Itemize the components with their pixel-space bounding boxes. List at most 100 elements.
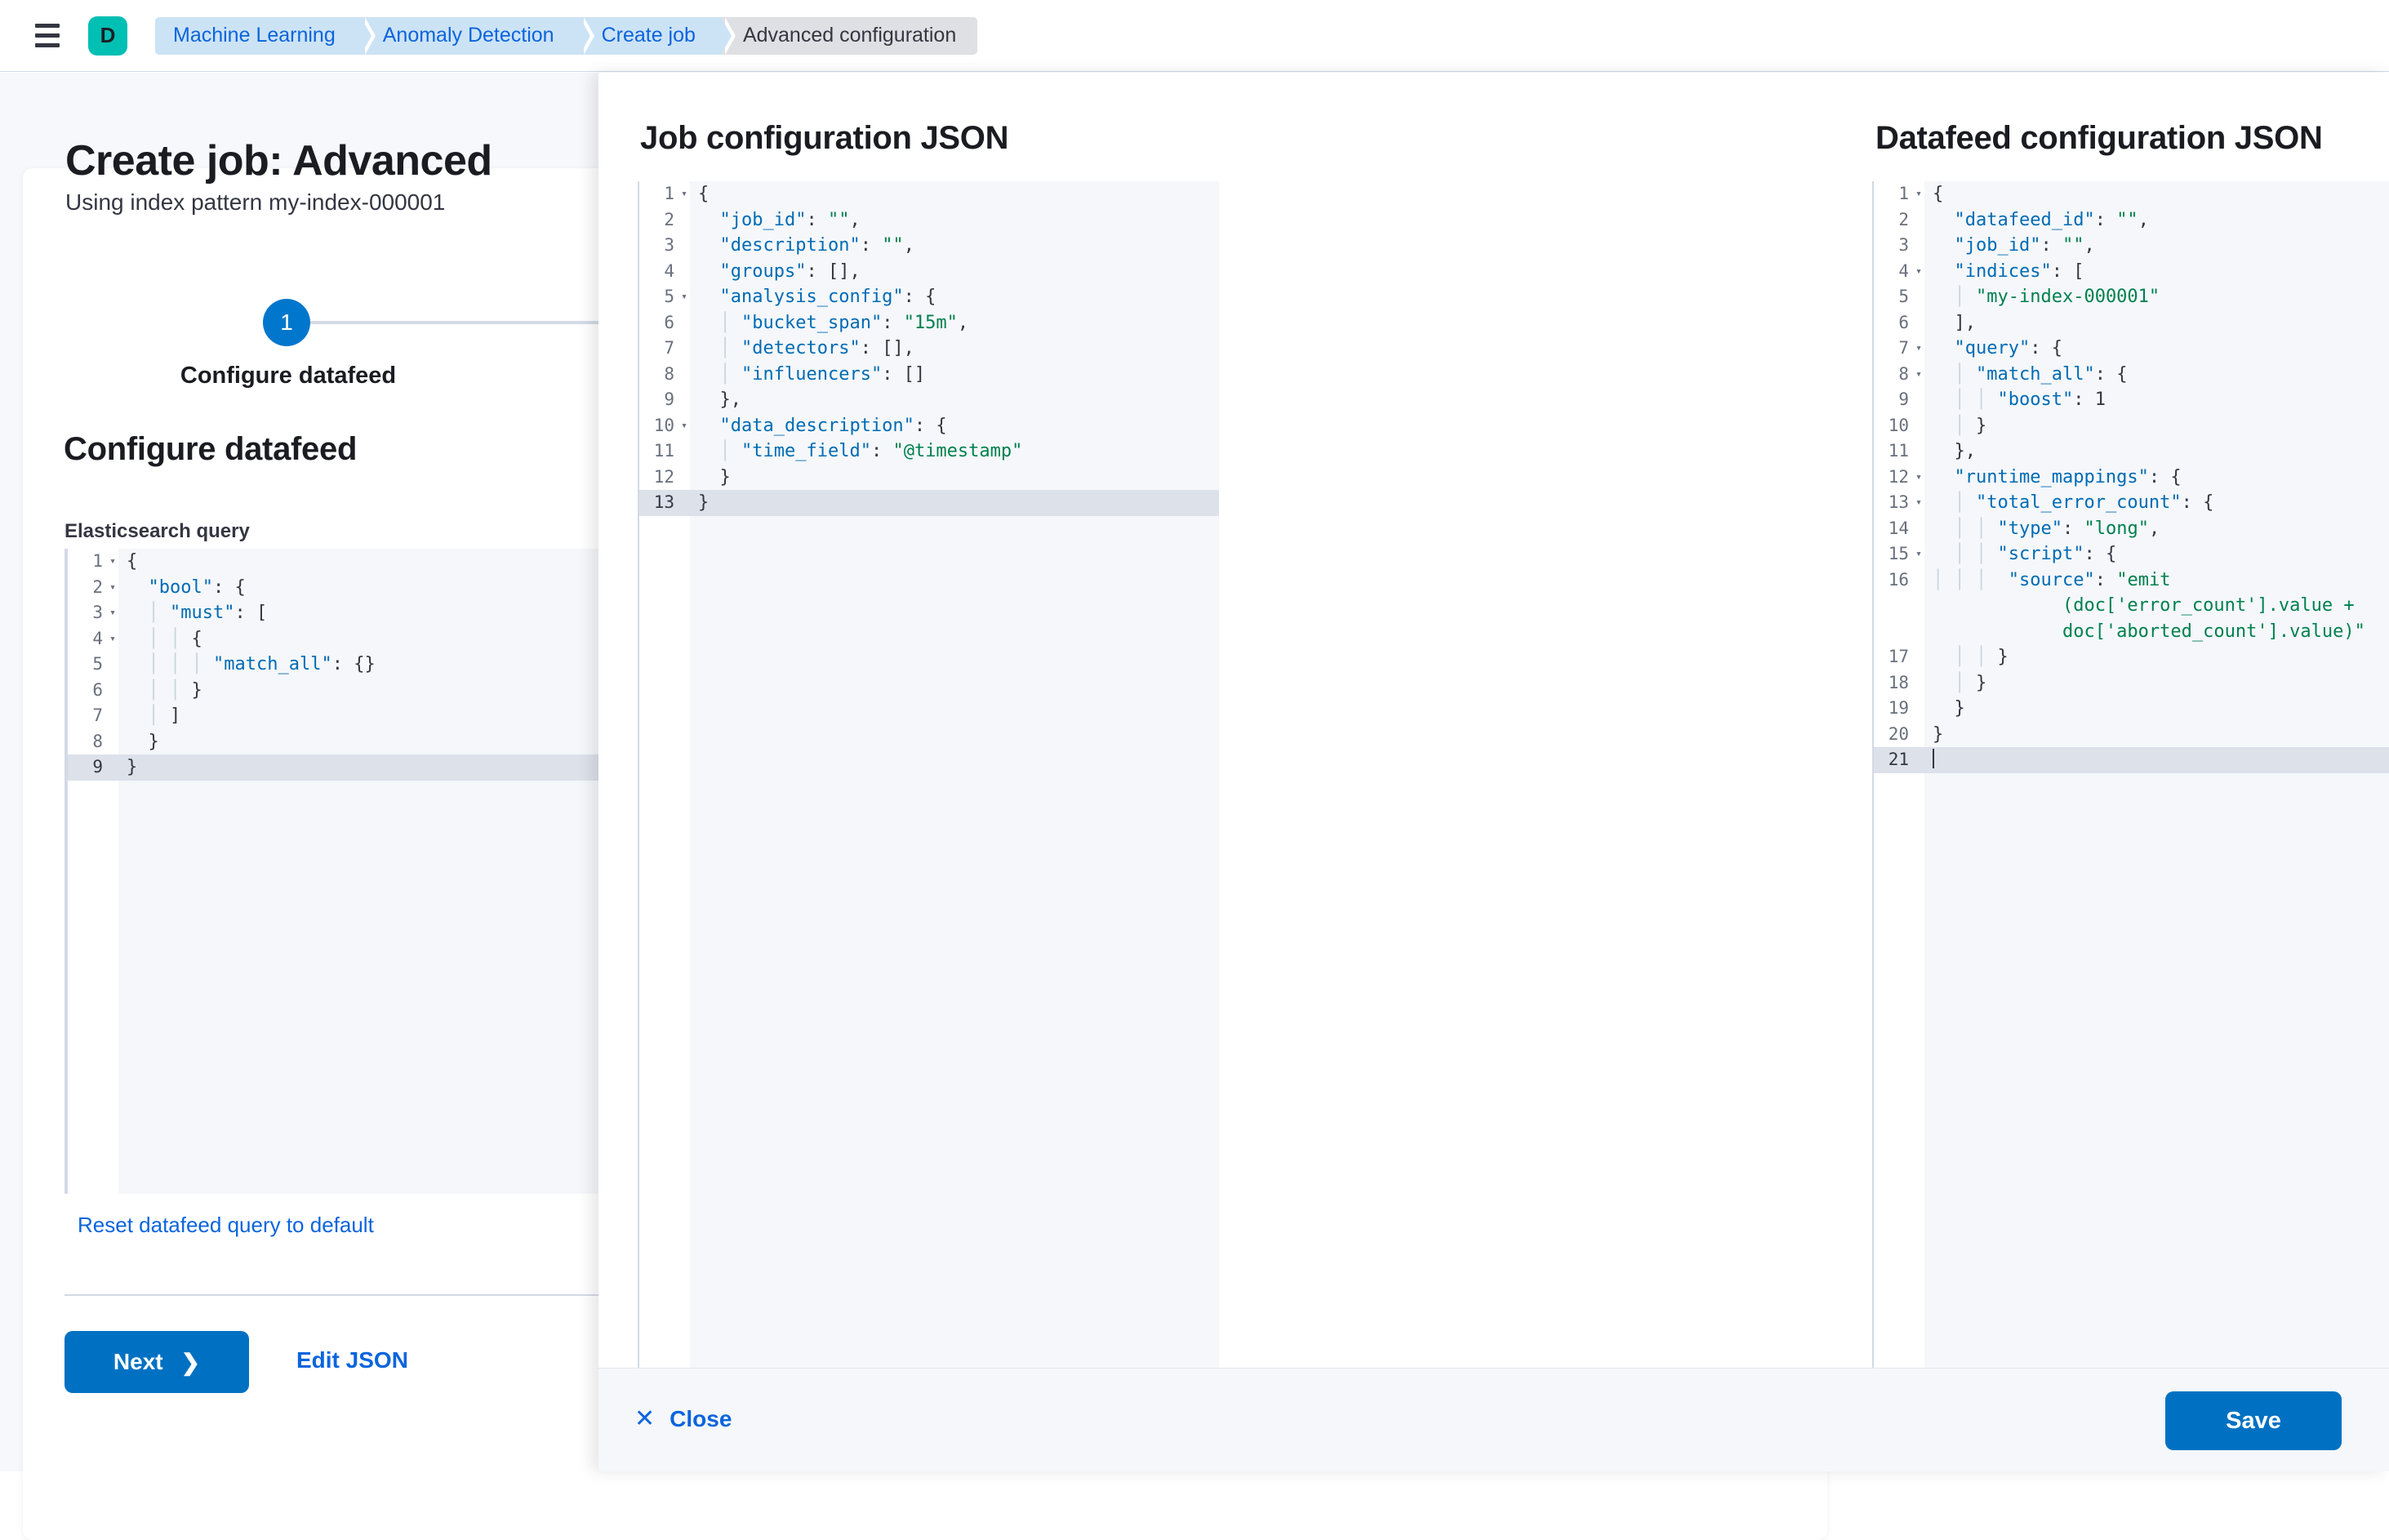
code-line[interactable]: } <box>1933 698 1965 719</box>
line-number: 14 <box>1888 518 1909 538</box>
code-line[interactable]: │ │ } <box>1954 647 2009 667</box>
fold-arrow-icon[interactable]: ▾ <box>109 632 116 645</box>
page-subtitle: Using index pattern my-index-000001 <box>65 189 446 215</box>
line-number: 4▾ <box>1874 259 1924 285</box>
code-line[interactable]: │ "time_field": "@timestamp" <box>719 441 1023 461</box>
code-line[interactable]: │ │ } <box>148 679 202 701</box>
fold-arrow-icon[interactable]: ▾ <box>681 188 687 200</box>
line-number: 8 <box>92 731 103 751</box>
code-line[interactable]: "indices": [ <box>1954 260 2084 282</box>
fold-arrow-icon[interactable]: ▾ <box>1915 265 1922 278</box>
code-line[interactable]: │ │ "boost": 1 <box>1954 389 2106 410</box>
fold-arrow-icon[interactable]: ▾ <box>681 419 687 432</box>
edit-json-button[interactable]: Edit JSON <box>296 1347 408 1373</box>
editor-code-area[interactable]: { "bool": { │ "must": [ │ │ { │ │ │ "mat… <box>118 549 603 1194</box>
line-number: 13 <box>639 490 690 516</box>
line-number: 3 <box>1898 235 1909 255</box>
line-number: 7▾ <box>1874 336 1924 362</box>
save-button[interactable]: Save <box>2165 1391 2342 1450</box>
fold-arrow-icon[interactable]: ▾ <box>109 581 116 594</box>
line-number: 8 <box>664 363 674 384</box>
line-number: 7 <box>664 338 674 358</box>
code-line[interactable]: "runtime_mappings": { <box>1954 466 2182 487</box>
fold-arrow-icon[interactable]: ▾ <box>1915 367 1922 381</box>
code-line[interactable]: } <box>690 490 1219 516</box>
code-line[interactable]: │ "match_all": { <box>1954 363 2128 385</box>
code-line[interactable]: │ ] <box>148 705 181 726</box>
code-line[interactable]: │ │ "type": "long", <box>1954 518 2160 539</box>
code-line[interactable]: "job_id": "", <box>1954 235 2095 256</box>
code-line[interactable]: "analysis_config": { <box>719 287 936 307</box>
divider <box>65 1294 603 1296</box>
code-line[interactable]: ], <box>1933 312 1976 333</box>
code-line[interactable]: │ │ │ "source": "emit (doc['error_count'… <box>1933 569 2365 642</box>
line-number: 10▾ <box>639 413 690 439</box>
code-line[interactable]: { <box>698 184 710 204</box>
fold-arrow-icon[interactable]: ▾ <box>1915 548 1922 560</box>
next-button[interactable]: Next ❯ <box>65 1331 249 1393</box>
code-line[interactable]: } <box>127 731 159 752</box>
code-line[interactable]: { <box>1933 184 1944 204</box>
next-button-label: Next <box>113 1349 163 1374</box>
code-line[interactable]: │ } <box>1954 415 1987 436</box>
code-line[interactable]: │ "total_error_count": { <box>1954 492 2214 513</box>
code-line[interactable]: │ │ "script": { <box>1954 544 2117 564</box>
editor-code-area[interactable]: { "datafeed_id": "", "job_id": "", "indi… <box>1924 181 2389 1432</box>
code-line[interactable]: │ │ { <box>148 628 202 649</box>
code-line[interactable]: │ "influencers": [] <box>719 363 926 385</box>
line-number: 15▾ <box>1874 541 1924 567</box>
line-number: 1▾ <box>1874 181 1924 207</box>
code-line[interactable]: "data_description": { <box>719 415 947 436</box>
code-line[interactable]: "datafeed_id": "", <box>1954 209 2149 230</box>
code-line[interactable]: │ "bucket_span": "15m", <box>719 312 969 333</box>
code-line[interactable]: } <box>698 466 731 487</box>
space-avatar[interactable]: D <box>88 16 127 56</box>
line-number: 11 <box>1888 441 1909 461</box>
step-indicator-1[interactable]: 1 <box>263 299 310 346</box>
code-line[interactable]: "job_id": "", <box>719 209 861 230</box>
line-number: 1▾ <box>639 181 690 207</box>
reset-datafeed-query-link[interactable]: Reset datafeed query to default <box>78 1213 374 1237</box>
line-number: 10 <box>1888 415 1909 435</box>
code-line[interactable]: │ "detectors": [], <box>719 338 914 358</box>
code-line[interactable]: } <box>1933 723 1944 745</box>
code-line[interactable]: │ │ │ "match_all": {} <box>148 654 376 674</box>
line-number: 3 <box>664 235 674 255</box>
fold-arrow-icon[interactable]: ▾ <box>681 291 687 303</box>
code-line[interactable]: { <box>127 551 138 572</box>
code-line[interactable]: │ "must": [ <box>148 603 268 623</box>
code-line[interactable]: "description": "", <box>719 235 914 256</box>
code-line[interactable]: "query": { <box>1954 338 2062 358</box>
fold-arrow-icon[interactable]: ▾ <box>109 555 116 567</box>
fold-arrow-icon[interactable]: ▾ <box>1915 188 1922 200</box>
line-number: 9 <box>664 389 674 409</box>
text-cursor <box>1933 749 1934 768</box>
fold-arrow-icon[interactable]: ▾ <box>1915 470 1922 483</box>
close-button[interactable]: ✕ Close <box>634 1404 732 1433</box>
editor-code-area[interactable]: { "job_id": "", "description": "", "grou… <box>690 181 1219 1432</box>
line-number: 8▾ <box>1874 362 1924 388</box>
line-number: 4▾ <box>68 626 118 652</box>
code-line[interactable]: }, <box>698 389 741 410</box>
code-line[interactable]: "bool": { <box>148 576 246 598</box>
breadcrumb-item-machine-learning[interactable]: Machine Learning <box>155 16 376 55</box>
fold-arrow-icon[interactable]: ▾ <box>1915 496 1922 509</box>
breadcrumb-item-anomaly-detection[interactable]: Anomaly Detection <box>361 16 594 55</box>
code-line[interactable]: } <box>118 754 603 781</box>
code-line[interactable]: │ "my-index-000001" <box>1954 287 2160 307</box>
breadcrumb-item-advanced-configuration: Advanced configuration <box>721 16 978 55</box>
fold-arrow-icon[interactable]: ▾ <box>109 607 116 619</box>
code-line[interactable]: │ } <box>1954 672 1987 693</box>
code-line[interactable]: "groups": [], <box>719 260 861 282</box>
fold-arrow-icon[interactable]: ▾ <box>1915 342 1922 354</box>
hamburger-menu-icon[interactable] <box>29 18 65 54</box>
breadcrumb-item-create-job[interactable]: Create job <box>580 16 736 55</box>
code-line[interactable] <box>1924 747 2389 773</box>
line-number: 3▾ <box>68 600 118 626</box>
step-label-configure-datafeed: Configure datafeed <box>180 363 397 389</box>
code-line[interactable]: }, <box>1933 441 1976 461</box>
